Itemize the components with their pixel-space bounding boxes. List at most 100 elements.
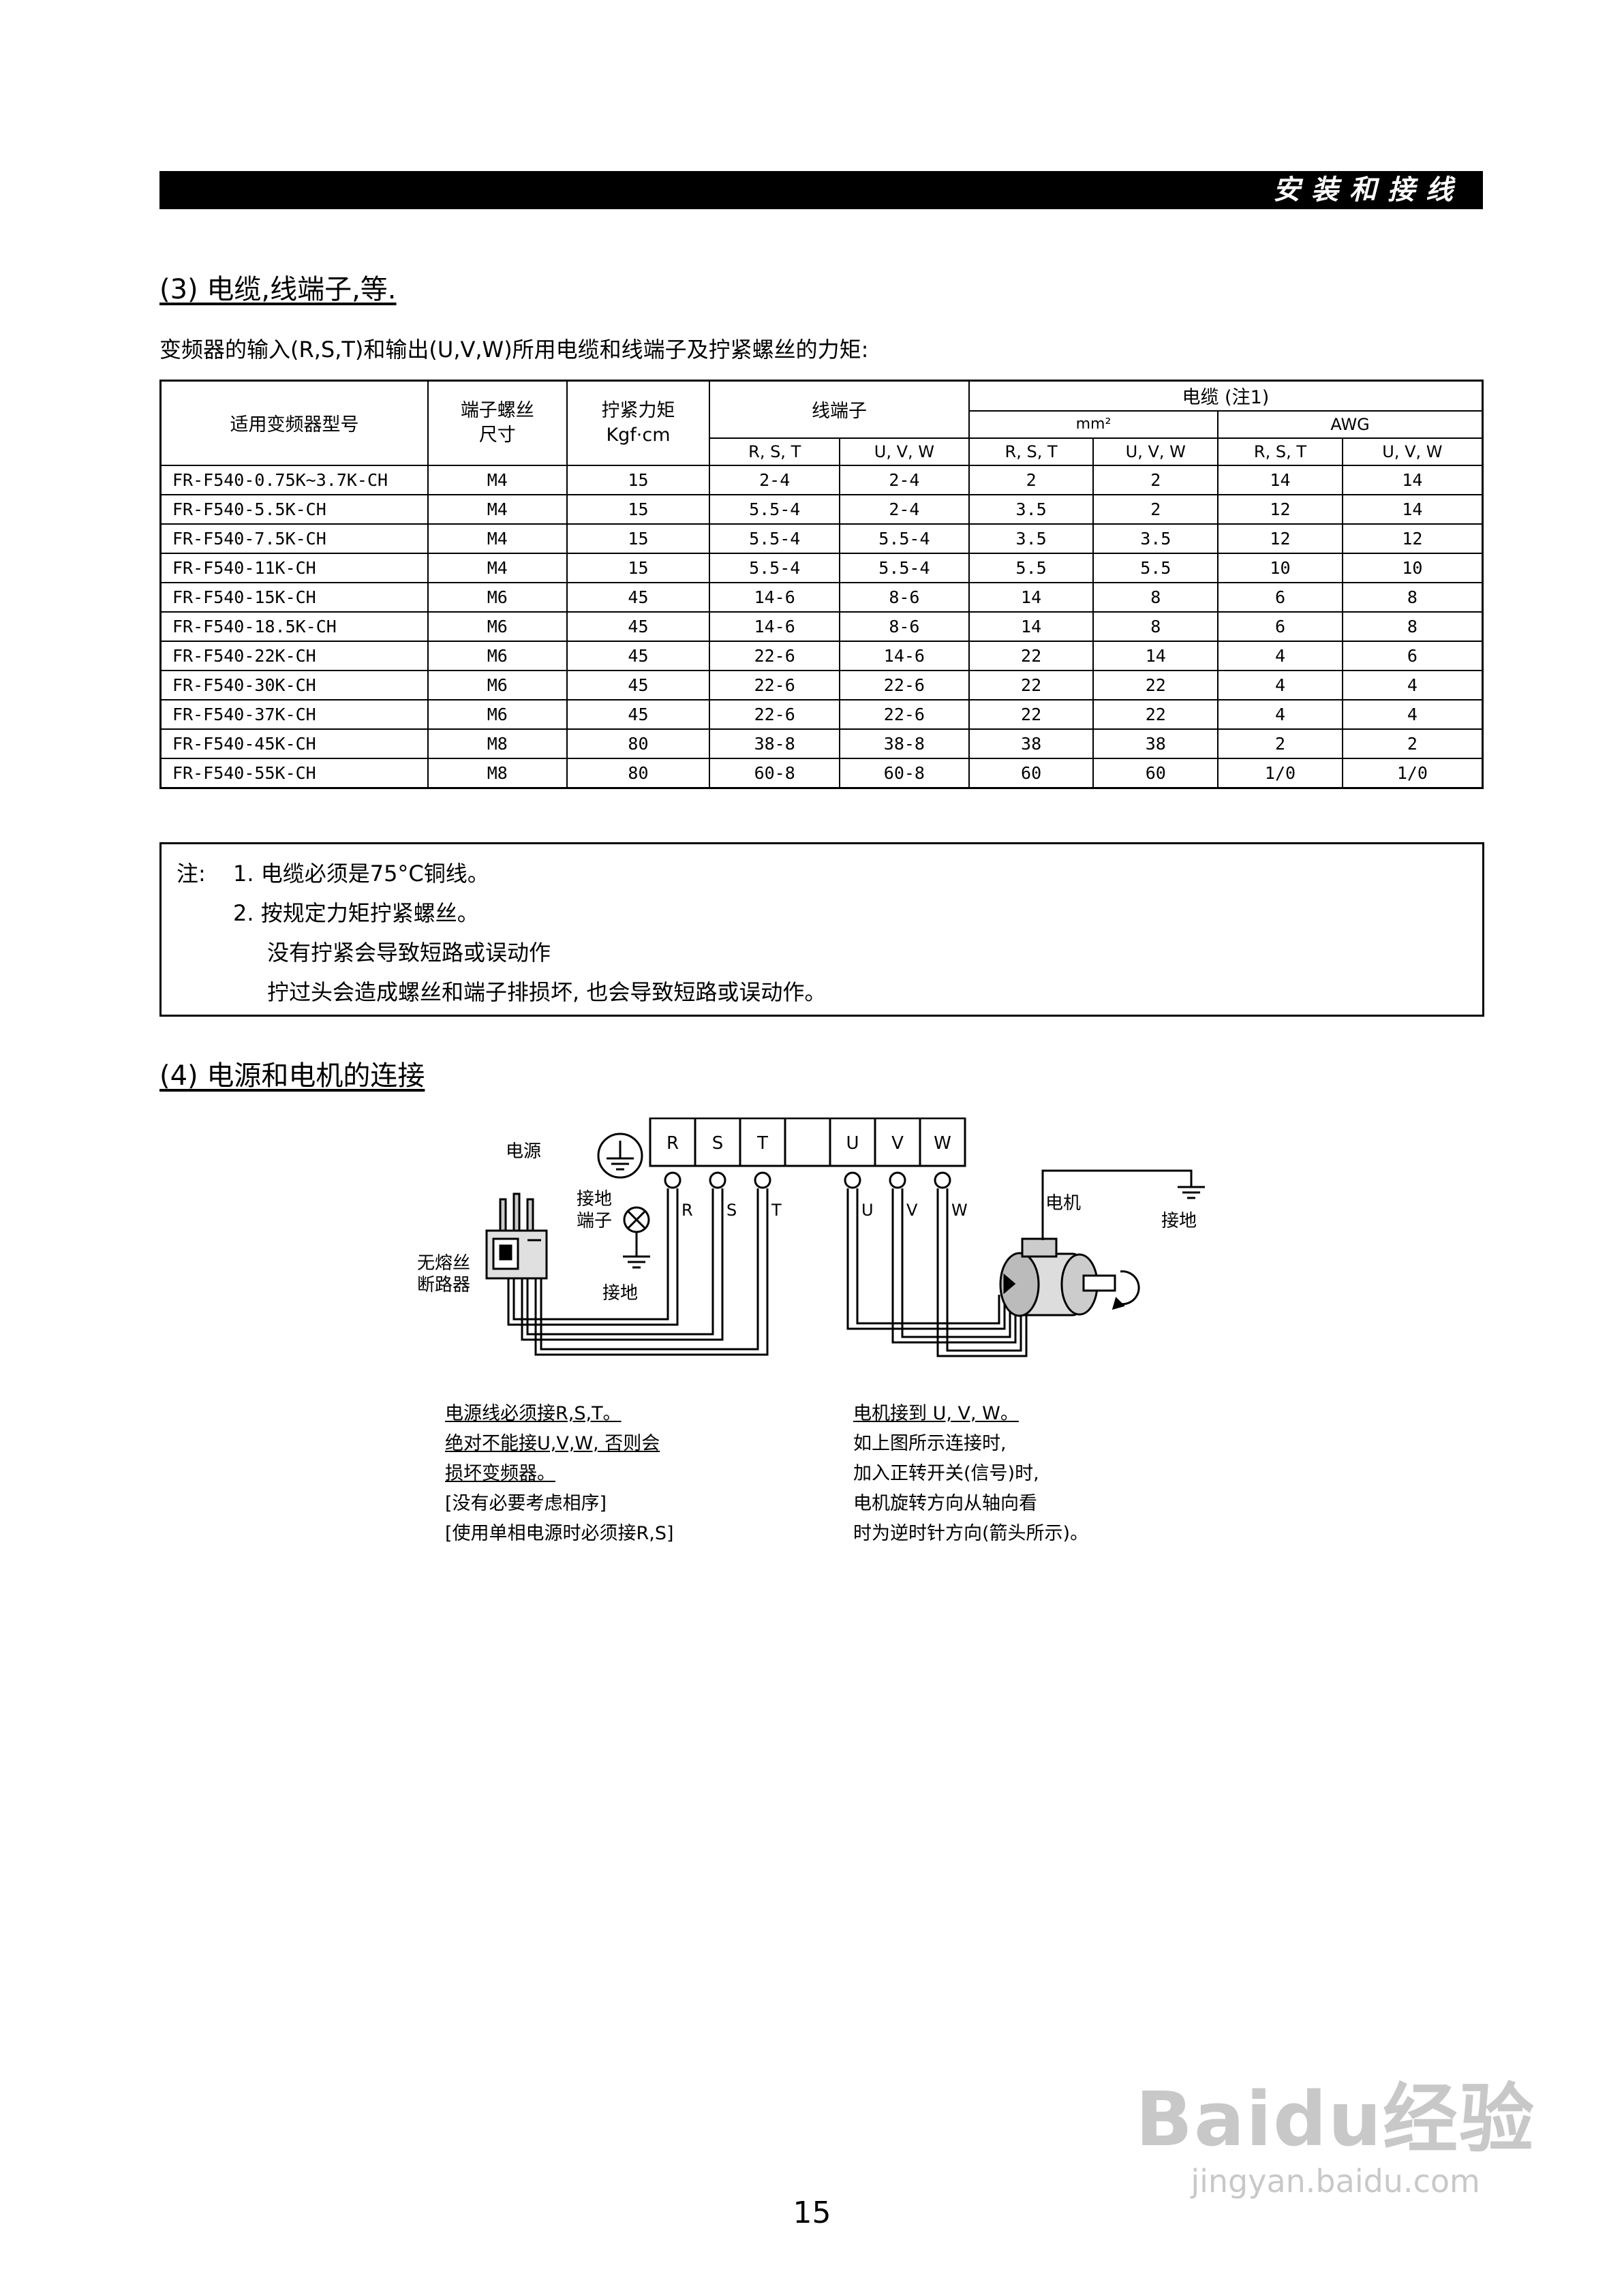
table-cell: 2: [1092, 464, 1219, 495]
table-cell: 1/0: [1217, 757, 1343, 788]
breaker-label-line: 无熔丝: [417, 1253, 470, 1274]
motor-ground-label: 接地: [1161, 1211, 1197, 1231]
table-cell: 45: [566, 698, 711, 730]
table-cell: M4: [427, 464, 568, 495]
table-cell: 1/0: [1341, 757, 1484, 788]
table-cell: 15: [566, 523, 711, 554]
table-cell: 22: [968, 698, 1094, 730]
output-wires: [846, 1188, 1028, 1357]
caption-left-line: 电源线必须接R,S,T。: [445, 1403, 622, 1424]
table-cell: 45: [566, 581, 711, 613]
terminal-label: R: [667, 1133, 679, 1154]
power-label: 电源: [506, 1141, 541, 1162]
ground-terminal-icon: [623, 1206, 650, 1269]
table-cell: M6: [427, 698, 568, 730]
table-cell: FR-F540-15K-CH: [159, 581, 429, 613]
table-cell: 2: [968, 464, 1094, 495]
table-cell: 22: [1092, 669, 1219, 700]
watermark: Baidu经验 jingyan.baidu.com: [1135, 2058, 1535, 2200]
motor-ground-wire: [1041, 1169, 1205, 1240]
table-cell: 4: [1217, 640, 1343, 671]
table-cell: 80: [566, 728, 711, 759]
caption-left-line: [使用单相电源时必须接R,S]: [445, 1523, 674, 1544]
table-cell: 2-4: [839, 493, 970, 525]
header-cable: 电缆 (注1): [968, 380, 1484, 412]
table-cell: 22-6: [839, 698, 970, 730]
table-cell: 22-6: [709, 698, 841, 730]
table-cell: M6: [427, 640, 568, 671]
terminal-label: T: [756, 1133, 768, 1154]
table-cell: 38-8: [839, 728, 970, 759]
table-cell: M8: [427, 728, 568, 759]
table-cell: 5.5: [1092, 552, 1219, 583]
ground-terminal-label-line: 接地: [577, 1189, 612, 1210]
table-cell: 12: [1217, 493, 1343, 525]
table-cell: 45: [566, 611, 711, 642]
table-cell: FR-F540-55K-CH: [159, 757, 429, 788]
ground-symbol-icon: [597, 1133, 643, 1179]
breaker-icon: [485, 1192, 548, 1280]
table-cell: 5.5-4: [839, 552, 970, 583]
watermark-url: jingyan.baidu.com: [1191, 2163, 1480, 2200]
table-cell: 2: [1341, 728, 1484, 759]
wire-label: V: [906, 1201, 918, 1220]
caption-left-line: [没有必要考虑相序]: [445, 1493, 607, 1514]
table-cell: 60: [1092, 757, 1219, 788]
header-terminal: 线端子: [709, 380, 970, 439]
table-cell: 2-4: [709, 464, 841, 495]
caption-right-line: 时为逆时针方向(箭头所示)。: [853, 1523, 1089, 1544]
ground-terminal-label-line: 端子: [577, 1211, 612, 1231]
page-number: 15: [793, 2196, 831, 2230]
input-wires: [507, 1188, 769, 1356]
table-cell: M6: [427, 669, 568, 700]
caption-left-line: 损坏变频器。: [445, 1463, 555, 1484]
motor-label: 电机: [1045, 1193, 1081, 1214]
spec-table: 适用变频器型号 端子螺丝 尺寸 拧紧力矩 Kgf·cm 线端子 电缆 (注1) …: [159, 380, 1484, 789]
terminal-label: S: [712, 1133, 724, 1154]
table-cell: 80: [566, 757, 711, 788]
table-cell: FR-F540-5.5K-CH: [159, 493, 429, 525]
table-cell: FR-F540-22K-CH: [159, 640, 429, 671]
header-terminal-rst: R, S, T: [709, 437, 841, 466]
wire-label: W: [951, 1201, 968, 1220]
table-cell: FR-F540-18.5K-CH: [159, 611, 429, 642]
table-cell: 8: [1092, 581, 1219, 613]
table-cell: 45: [566, 640, 711, 671]
wiring-diagram: R S T U V W R S T U V W: [159, 1118, 1291, 1663]
section3-intro: 变频器的输入(R,S,T)和输出(U,V,W)所用电缆和线端子及拧紧螺丝的力矩:: [159, 337, 869, 363]
table-cell: 8: [1092, 611, 1219, 642]
watermark-logo: Baidu经验: [1135, 2076, 1535, 2163]
table-cell: FR-F540-0.75K~3.7K-CH: [159, 464, 429, 495]
wire-label: S: [726, 1201, 737, 1220]
table-cell: 22: [968, 669, 1094, 700]
table-cell: 5.5-4: [709, 523, 841, 554]
ground-terminal-label: 接地 端子: [577, 1189, 617, 1231]
table-cell: M4: [427, 493, 568, 525]
table-cell: 15: [566, 493, 711, 525]
header-awg-uvw: U, V, W: [1341, 437, 1484, 466]
table-cell: 22-6: [839, 669, 970, 700]
header-bar: 安装和接线: [159, 171, 1483, 209]
table-cell: 3.5: [968, 493, 1094, 525]
table-cell: 3.5: [1092, 523, 1219, 554]
table-cell: 5.5-4: [839, 523, 970, 554]
header-awg-rst: R, S, T: [1217, 437, 1343, 466]
table-cell: 6: [1217, 611, 1343, 642]
table-cell: 8-6: [839, 611, 970, 642]
table-cell: 15: [566, 464, 711, 495]
table-cell: 22: [968, 640, 1094, 671]
table-cell: 6: [1217, 581, 1343, 613]
table-cell: 45: [566, 669, 711, 700]
wiring-svg: R S T U V W R S T U V W: [417, 1118, 1205, 1357]
table-cell: 15: [566, 552, 711, 583]
note-item: 1. 电缆必须是75°C铜线。: [233, 861, 489, 887]
header-screw-size: 端子螺丝 尺寸: [427, 380, 568, 466]
table-cell: FR-F540-37K-CH: [159, 698, 429, 730]
table-cell: 5.5-4: [709, 552, 841, 583]
